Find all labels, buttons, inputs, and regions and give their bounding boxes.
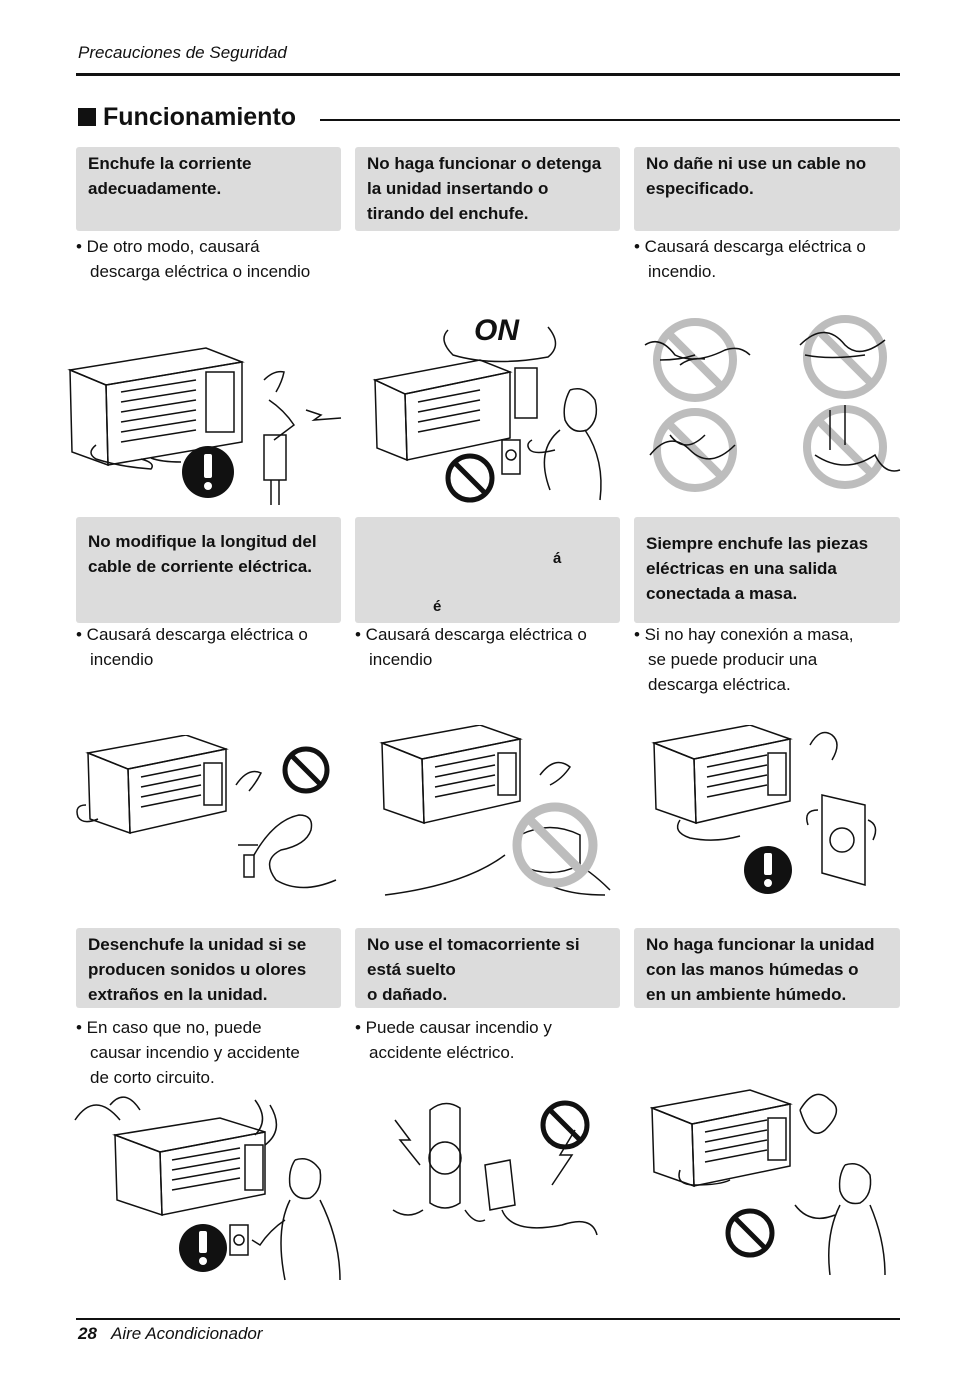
footer: 28 Aire Acondicionador — [78, 1324, 263, 1344]
footer-rule — [76, 1318, 900, 1320]
note-blank-cell: • Causará descarga eléctrica o incendio — [355, 625, 587, 669]
heading-box-wet-hands: No haga funcionar la unidad con las mano… — [634, 928, 900, 1008]
note-no-modify-cable: • Causará descarga eléctrica o incendio — [76, 625, 308, 669]
cable-length-prohibited-icon — [76, 735, 346, 900]
heading-box-loose-outlet: No use el tomacorriente si está suelto o… — [355, 928, 620, 1008]
running-head: Precauciones de Seguridad — [78, 43, 287, 62]
wet-hands-prohibited-icon — [650, 1080, 900, 1275]
grounded-outlet-mandatory-icon — [650, 725, 890, 895]
note-no-damaged-cable: • Causará descarga eléctrica o incendio. — [634, 237, 866, 281]
damaged-cable-prohibited-icon — [640, 305, 905, 495]
section-title: Funcionamiento — [78, 100, 296, 134]
heading-glyph-e: é — [433, 598, 442, 615]
on-label: ON — [474, 314, 520, 347]
note-grounded: • Si no hay conexión a masa, se puede pr… — [634, 625, 854, 694]
heading-box-plug-properly: Enchufe la corriente adecuadamente. — [76, 147, 341, 231]
note-unplug-strange: • En caso que no, puede causar incendio … — [76, 1018, 300, 1087]
section-bullet-icon — [78, 108, 96, 126]
smoking-unit-unplug-icon — [70, 1090, 350, 1285]
note-loose-outlet: • Puede causar incendio y accidente eléc… — [355, 1018, 552, 1062]
heading-glyph-a: á — [553, 550, 562, 567]
multi-outlet-prohibited-icon — [370, 725, 615, 900]
ac-unit-plug-mandatory-icon — [66, 340, 356, 505]
plug-on-prohibited-icon: ON — [370, 310, 615, 505]
note-plug-properly: • De otro modo, causará descarga eléctri… — [76, 237, 311, 281]
footer-product: Aire Acondicionador — [111, 1324, 263, 1343]
heading-box-no-damaged-cable: No dañe ni use un cable no especificado. — [634, 147, 900, 231]
heading-box-no-plug-switch: No haga funcionar o detenga la unidad in… — [355, 147, 620, 231]
header-rule — [76, 73, 900, 76]
heading-box-unplug-strange: Desenchufe la unidad si se producen soni… — [76, 928, 341, 1008]
heading-box-no-modify-cable: No modifique la longitud del cable de co… — [76, 517, 341, 623]
heading-box-grounded: Siempre enchufe las piezas eléctricas en… — [634, 517, 900, 623]
section-title-text: Funcionamiento — [103, 102, 297, 131]
title-rule — [320, 119, 900, 121]
page-number: 28 — [78, 1324, 97, 1343]
heading-box-blank — [355, 517, 620, 623]
loose-outlet-prohibited-icon — [375, 1090, 610, 1240]
